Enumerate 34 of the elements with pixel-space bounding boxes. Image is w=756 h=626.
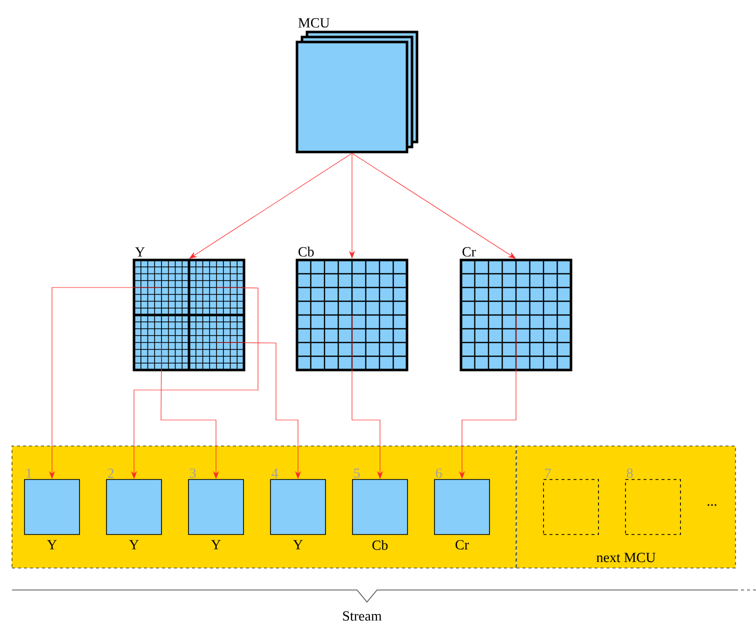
node-label: Y [135, 247, 145, 257]
grid-block: Cb [296, 246, 408, 372]
node-label: Y [129, 540, 139, 550]
node-label: 3 [190, 468, 196, 478]
node-label: Cr [462, 247, 476, 257]
node-label: 5 [354, 468, 360, 478]
node-label: 4 [272, 468, 278, 478]
grid-block: Y [132, 247, 246, 372]
data-block: 1 Y [24, 468, 80, 550]
stream-label: Stream [343, 611, 382, 621]
mcu-stack: MCU [296, 18, 418, 154]
node-label: Y [293, 540, 303, 550]
node-label: Y [211, 540, 221, 550]
node-label: MCU [298, 18, 330, 28]
node-label: 8 [626, 468, 633, 478]
node-label: Cb [372, 540, 388, 550]
grid-block: Cr [460, 247, 572, 372]
data-block: 2 Y [106, 468, 162, 550]
ellipsis: ... [708, 504, 716, 506]
node-label: 7 [545, 468, 551, 478]
node-label: 2 [108, 468, 114, 478]
placeholder-block: 8 [625, 468, 681, 535]
node-label: 1 [26, 468, 32, 478]
node-label: 6 [436, 468, 442, 478]
node-label: Cr [456, 540, 469, 550]
data-block: 4 Y [270, 468, 326, 550]
arrow [352, 152, 516, 259]
placeholder-block: 7 [543, 468, 599, 535]
arrow [189, 152, 352, 259]
data-block: 6 Cr [434, 468, 490, 550]
node-label: Cb [298, 246, 314, 257]
node-label: Y [47, 540, 57, 550]
data-block: 3 Y [188, 468, 244, 550]
data-block: 5 Cb [352, 468, 408, 550]
